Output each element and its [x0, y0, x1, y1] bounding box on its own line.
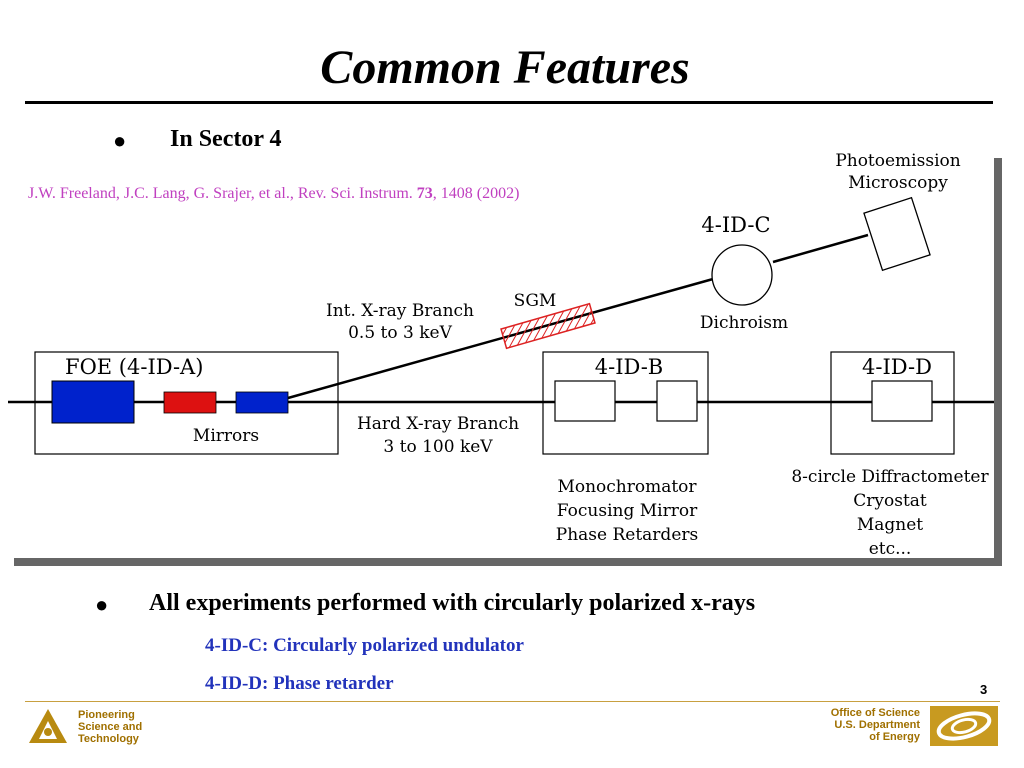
station-d-item: etc... [869, 539, 912, 559]
mirrors-label: Mirrors [193, 426, 259, 446]
station-b-item: Focusing Mirror [557, 501, 698, 521]
footer-right-line: of Energy [869, 731, 920, 743]
station-d-item: Magnet [857, 515, 923, 535]
doe-logo-icon [930, 706, 998, 746]
station-b-item: Monochromator [557, 477, 697, 497]
station-d-label: 4-ID-D [862, 355, 932, 379]
sgm-grating [500, 302, 596, 350]
footer-left-line: Pioneering [78, 709, 135, 721]
footer-left-line: Technology [78, 733, 139, 745]
bullet-icon: ● [95, 592, 109, 617]
station-b-box [542, 351, 709, 455]
hard-branch-label-2: 3 to 100 keV [383, 437, 493, 457]
bullet-icon: ● [113, 128, 127, 153]
footer-left-line: Science and [78, 721, 143, 733]
foe-blue-block-large [51, 380, 135, 424]
footer-left-text: Pioneering Science and Technology [78, 709, 142, 745]
photoemission-box [863, 196, 931, 272]
int-xray-beam-end [772, 233, 869, 264]
station-b-item: Phase Retarders [556, 525, 698, 545]
citation-volume: 73 [416, 185, 433, 202]
bullet-circular-polarization: All experiments performed with circularl… [149, 590, 756, 616]
photoemission-label-2: Microscopy [848, 173, 948, 193]
beamline-diagram: Photoemission Microscopy 4-ID-C Dichrois… [8, 152, 1002, 566]
station-d-item: Cryostat [853, 491, 927, 511]
mirror-block [656, 380, 698, 422]
station-c-circle [711, 244, 773, 306]
citation-suffix: , 1408 (2002) [432, 185, 520, 202]
mirror-blue [235, 391, 289, 414]
diffractometer-block [871, 380, 933, 422]
sub-bullet-4-id-c: 4-ID-C: Circularly polarized undulator [205, 635, 524, 656]
foe-box [34, 351, 339, 455]
diagram-frame [8, 152, 994, 558]
footer-right-line: U.S. Department [834, 719, 920, 731]
int-branch-label-1: Int. X-ray Branch [326, 301, 474, 321]
argonne-logo-icon [29, 709, 67, 743]
mirror-red [163, 391, 217, 414]
footer-right-text: Office of Science U.S. Department of Ene… [790, 707, 920, 743]
foe-label: FOE (4-ID-A) [65, 355, 203, 379]
station-d-item: 8-circle Diffractometer [791, 467, 989, 487]
int-xray-beam [287, 277, 714, 400]
bullet-sector-4: In Sector 4 [170, 126, 282, 152]
title-divider [25, 101, 993, 104]
footer-right-line: Office of Science [830, 707, 920, 719]
footer-divider [25, 701, 1000, 702]
sub-bullet-4-id-d: 4-ID-D: Phase retarder [205, 673, 394, 694]
station-d-box [830, 351, 955, 455]
hard-branch-label-1: Hard X-ray Branch [357, 414, 519, 434]
monochromator-block [554, 380, 616, 422]
page-number: 3 [980, 682, 988, 697]
station-c-label: 4-ID-C [701, 213, 770, 237]
sgm-label: SGM [514, 291, 557, 311]
int-branch-label-2: 0.5 to 3 keV [348, 323, 452, 343]
page-title: Common Features [320, 41, 690, 94]
dichroism-label: Dichroism [700, 313, 788, 333]
citation: J.W. Freeland, J.C. Lang, G. Srajer, et … [28, 185, 519, 203]
station-b-label: 4-ID-B [595, 355, 664, 379]
photoemission-label-1: Photoemission [835, 152, 960, 171]
citation-prefix: J.W. Freeland, J.C. Lang, G. Srajer, et … [28, 185, 417, 202]
